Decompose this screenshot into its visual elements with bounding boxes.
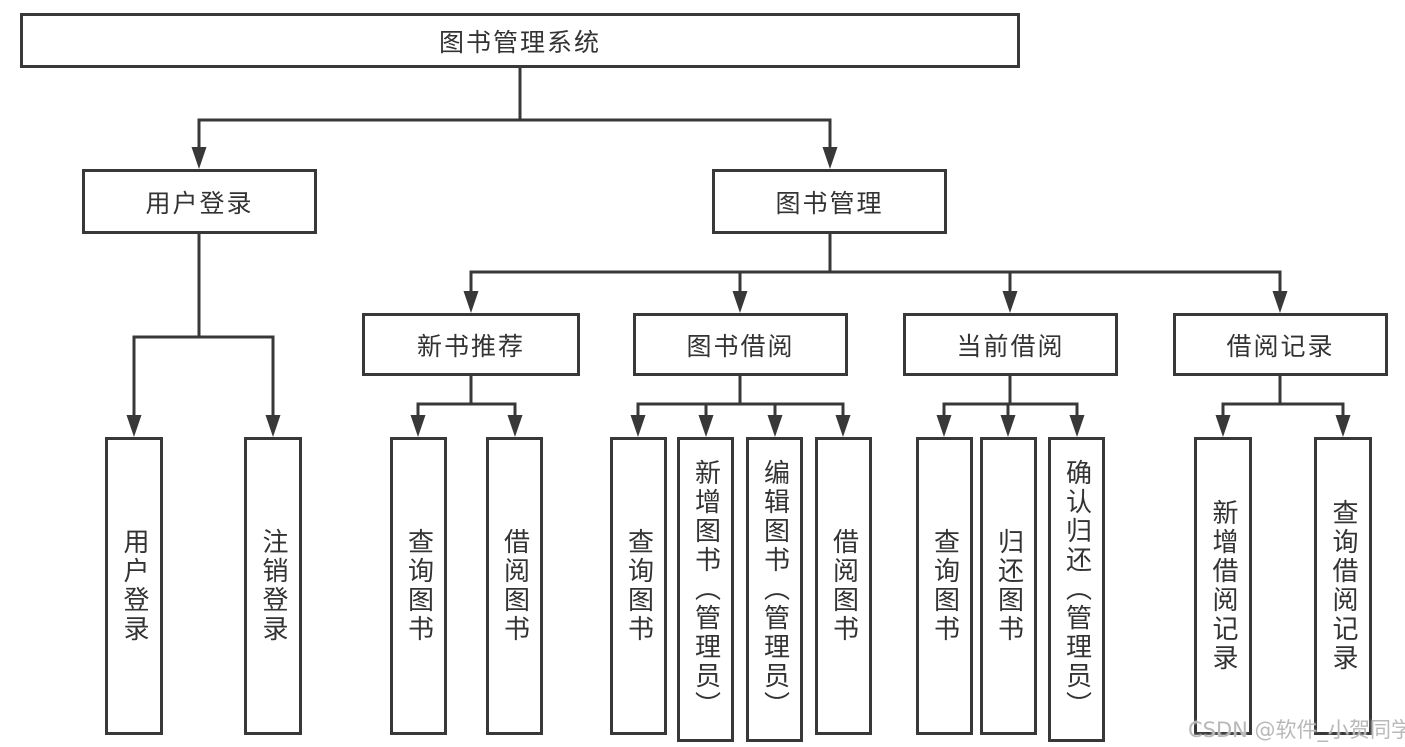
node-current-borrow: 当前借阅 bbox=[903, 313, 1118, 376]
leaf-add-books-admin: 新增图书（管理员） bbox=[677, 437, 734, 742]
leaf-return-books: 归还图书 bbox=[980, 437, 1037, 735]
leaf-query-borrow-record: 查询借阅记录 bbox=[1314, 437, 1372, 735]
leaf-borrow-query-books: 查询图书 bbox=[610, 437, 667, 735]
leaf-recommend-query-books: 查询图书 bbox=[390, 437, 447, 735]
leaf-confirm-return-admin: 确认归还（管理员） bbox=[1048, 437, 1105, 742]
leaf-add-books-admin-label: 新增图书（管理员） bbox=[690, 459, 721, 720]
node-borrow-records-label: 借阅记录 bbox=[1226, 331, 1335, 361]
leaf-edit-books-admin-label: 编辑图书（管理员） bbox=[759, 459, 790, 720]
arrowheads bbox=[126, 147, 1351, 437]
leaf-recommend-borrow-books-label: 借阅图书 bbox=[499, 528, 530, 644]
leaf-current-query-books: 查询图书 bbox=[916, 437, 973, 735]
leaf-borrow-query-books-label: 查询图书 bbox=[623, 528, 654, 644]
leaf-recommend-borrow-books: 借阅图书 bbox=[486, 437, 543, 735]
node-borrow-records: 借阅记录 bbox=[1173, 313, 1388, 376]
node-user-login: 用户登录 bbox=[82, 169, 317, 234]
node-book-borrow-label: 图书借阅 bbox=[686, 331, 795, 361]
leaf-borrow-books-label: 借阅图书 bbox=[828, 528, 859, 644]
leaf-logout: 注销登录 bbox=[244, 437, 302, 735]
node-root: 图书管理系统 bbox=[20, 13, 1020, 68]
node-current-borrow-label: 当前借阅 bbox=[956, 331, 1065, 361]
leaf-edit-books-admin: 编辑图书（管理员） bbox=[746, 437, 803, 742]
node-book-management: 图书管理 bbox=[712, 169, 947, 234]
leaf-current-query-books-label: 查询图书 bbox=[929, 528, 960, 644]
node-book-borrow: 图书借阅 bbox=[633, 313, 848, 376]
leaf-logout-label: 注销登录 bbox=[258, 528, 288, 644]
leaf-add-borrow-record-label: 新增借阅记录 bbox=[1208, 499, 1238, 673]
leaf-user-login: 用户登录 bbox=[105, 437, 163, 735]
leaf-return-books-label: 归还图书 bbox=[993, 528, 1024, 644]
node-root-label: 图书管理系统 bbox=[438, 27, 601, 57]
node-new-book-recommend: 新书推荐 bbox=[362, 313, 580, 376]
node-user-login-label: 用户登录 bbox=[145, 188, 254, 218]
csdn-watermark: CSDN @软件_小贺同学 bbox=[1188, 718, 1405, 742]
leaf-confirm-return-admin-label: 确认归还（管理员） bbox=[1061, 459, 1092, 720]
node-new-book-recommend-label: 新书推荐 bbox=[416, 331, 525, 361]
leaf-borrow-books: 借阅图书 bbox=[815, 437, 872, 735]
leaf-add-borrow-record: 新增借阅记录 bbox=[1194, 437, 1252, 735]
leaf-recommend-query-books-label: 查询图书 bbox=[403, 528, 434, 644]
leaf-user-login-label: 用户登录 bbox=[119, 528, 149, 644]
node-book-management-label: 图书管理 bbox=[775, 188, 884, 218]
tree-edges bbox=[132, 68, 1345, 422]
leaf-query-borrow-record-label: 查询借阅记录 bbox=[1328, 499, 1358, 673]
